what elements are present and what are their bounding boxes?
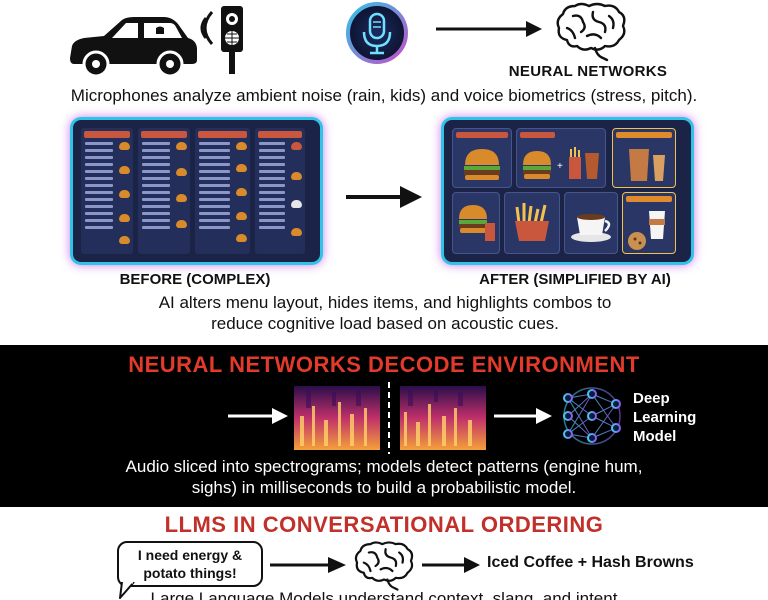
- menu-caption-line: reduce cognitive load based on acoustic …: [211, 314, 559, 333]
- car-icon: [70, 17, 197, 78]
- neural-network-icon: [563, 387, 621, 445]
- menu-column: [255, 128, 305, 254]
- speech-bubble-line: I need energy &: [137, 547, 243, 563]
- menu-caption-line: AI alters menu layout, hides items, and …: [158, 293, 612, 312]
- arrow-right-icon: [422, 557, 480, 573]
- speech-bubble-tail: [119, 582, 135, 599]
- arrow-right-icon: [228, 408, 288, 424]
- before-label: BEFORE (COMPLEX): [119, 271, 271, 288]
- band-caption-line: sighs) in milliseconds to build a probab…: [191, 478, 577, 497]
- brain-icon: [354, 541, 414, 591]
- arrow-right-icon: [346, 186, 422, 208]
- microphone-caption: Microphones analyze ambient noise (rain,…: [70, 86, 698, 105]
- order-result: Iced Coffee + Hash Browns: [487, 554, 694, 571]
- neural-networks-label: NEURAL NETWORKS: [508, 63, 668, 80]
- sound-wave-icon: [60, 388, 214, 446]
- deep-learning-label-line: Model: [633, 428, 677, 445]
- microphone-icon: [346, 2, 408, 64]
- arrow-right-icon: [494, 408, 552, 424]
- svg-text:+: +: [557, 161, 563, 172]
- after-label: AFTER (SIMPLIFIED BY AI): [479, 271, 671, 288]
- llm-caption: Large Language Models understand context…: [150, 589, 618, 600]
- band-title: NEURAL NETWORKS DECODE ENVIRONMENT: [128, 352, 640, 377]
- deep-learning-label-line: Deep: [633, 390, 670, 407]
- speech-bubble-line: potato things!: [143, 565, 237, 581]
- spectrogram-icon: [400, 386, 486, 450]
- menu-column: [138, 128, 190, 254]
- menu-tile-coffee: [612, 128, 676, 188]
- menu-column: [195, 128, 250, 254]
- llm-section-title: LLMS IN CONVERSATIONAL ORDERING: [164, 512, 604, 537]
- menu-tile-fries: [504, 192, 560, 254]
- deep-learning-label: Deep Learning Model: [633, 389, 723, 446]
- menu-tile-combo: +: [516, 128, 606, 188]
- arrow-right-icon: [270, 557, 346, 573]
- menu-before-panel: [73, 120, 320, 262]
- deep-learning-label-line: Learning: [633, 409, 697, 426]
- menu-tile-cookie-drink: [622, 192, 676, 254]
- speaker-post-icon: [221, 6, 243, 74]
- arrow-right-icon: [436, 21, 542, 37]
- speech-bubble-icon: I need energy & potato things!: [117, 541, 263, 587]
- menu-tile-hot-coffee: [564, 192, 618, 254]
- sound-wave-icon: [251, 6, 340, 52]
- menu-caption: AI alters menu layout, hides items, and …: [60, 292, 710, 334]
- band-caption: Audio sliced into spectrograms; models d…: [0, 456, 768, 498]
- brain-icon: [556, 2, 626, 62]
- menu-tile-burger-small: [452, 192, 500, 254]
- menu-after-panel: +: [444, 120, 691, 262]
- wifi-signal-icon: [200, 11, 214, 45]
- slice-divider: [388, 382, 390, 454]
- spectrogram-icon: [294, 386, 380, 450]
- menu-tile-burger: [452, 128, 512, 188]
- menu-column: [81, 128, 133, 254]
- band-caption-line: Audio sliced into spectrograms; models d…: [125, 457, 643, 476]
